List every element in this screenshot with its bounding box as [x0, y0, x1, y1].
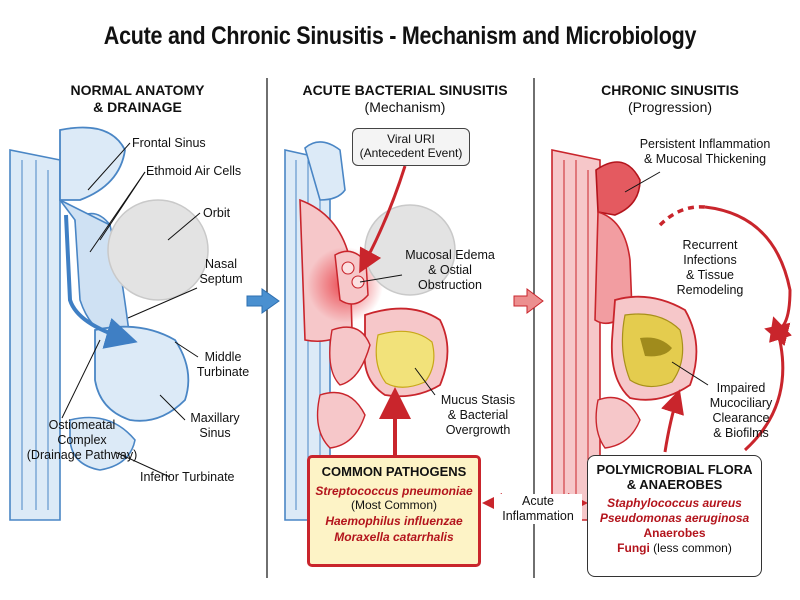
- label-nasal-line-1: Nasal: [205, 257, 237, 271]
- flora-fungi-line: Fungi (less common): [588, 541, 761, 556]
- label-maxillary-line-1: Maxillary: [190, 411, 240, 425]
- acute-heading-line: ACUTE BACTERIAL SINUSITIS: [302, 82, 508, 98]
- flora-anaerobes: Anaerobes: [643, 526, 706, 540]
- label-ethmoid-cells: Ethmoid Air Cells: [146, 164, 242, 178]
- flora-fungi-note: (less common): [653, 541, 732, 555]
- label-middle-turbinate: Middle Turbinate: [192, 350, 254, 380]
- label-stasis-line-2: & Bacterial: [447, 408, 509, 422]
- label-recur-line-2: Infections: [683, 253, 737, 267]
- normal-anatomy-illustration: [9, 126, 209, 521]
- pathogen-haemophilus: Haemophilus influenzae: [325, 514, 463, 528]
- chronic-heading-line: CHRONIC SINUSITIS: [601, 82, 739, 98]
- label-nasal-line-2: Septum: [199, 272, 243, 286]
- label-mucus-stasis: Mucus Stasis & Bacterial Overgrowth: [428, 393, 528, 438]
- label-stasis-line-1: Mucus Stasis: [440, 393, 516, 407]
- normal-heading-line-2: & DRAINAGE: [93, 99, 182, 115]
- pathogen-moraxella: Moraxella catarrhalis: [334, 530, 454, 544]
- label-recur-line-3: & Tissue: [686, 268, 734, 282]
- link-line-2: Inflammation: [502, 509, 574, 523]
- label-impaired-line-1: Impaired: [716, 381, 766, 395]
- label-middle-line-2: Turbinate: [196, 365, 250, 379]
- flora-fungi: Fungi: [617, 541, 650, 555]
- transition-arrow-red: [513, 288, 544, 314]
- label-middle-line-1: Middle: [204, 350, 242, 364]
- label-recur-line-1: Recurrent: [682, 238, 738, 252]
- label-frontal-sinus: Frontal Sinus: [132, 136, 206, 150]
- label-impaired-line-2: Mucociliary: [709, 396, 773, 410]
- label-recurrent-infections: Recurrent Infections & Tissue Remodeling: [670, 238, 750, 298]
- flora-heading-line-2: & ANAEROBES: [626, 477, 723, 492]
- pathogens-heading: COMMON PATHOGENS: [321, 464, 467, 479]
- chronic-heading: CHRONIC SINUSITIS (Progression): [550, 82, 790, 116]
- acute-heading: ACUTE BACTERIAL SINUSITIS (Mechanism): [280, 82, 530, 116]
- transition-arrow-blue: [246, 288, 280, 314]
- label-ostio-line-1: Ostiomeatal: [48, 418, 116, 432]
- label-ostio-line-3: (Drainage Pathway): [26, 448, 138, 462]
- normal-heading: NORMAL ANATOMY & DRAINAGE: [30, 82, 245, 116]
- label-persist-line-2: & Mucosal Thickening: [643, 152, 767, 166]
- pathogen-strep-note: (Most Common): [350, 498, 437, 512]
- common-pathogens-box: COMMON PATHOGENS Streptococcus pneumonia…: [307, 455, 481, 567]
- flora-heading-line-1: POLYMICROBIAL FLORA: [596, 462, 753, 477]
- flora-staph: Staphylococcus aureus: [607, 496, 742, 510]
- chronic-illustration: [551, 149, 792, 521]
- label-impaired-line-4: & Biofilms: [713, 426, 769, 440]
- label-edema-line-1: Mucosal Edema: [405, 248, 495, 262]
- label-maxillary-sinus: Maxillary Sinus: [184, 411, 246, 441]
- label-inferior-turbinate: Inferior Turbinate: [140, 470, 235, 484]
- label-impaired-line-3: Clearance: [712, 411, 770, 425]
- flora-pseudomonas: Pseudomonas aeruginosa: [599, 511, 750, 525]
- label-ostio-line-2: Complex: [57, 433, 107, 447]
- label-maxillary-line-2: Sinus: [199, 426, 231, 440]
- orbit-shape: [107, 199, 209, 301]
- page-title: Acute and Chronic Sinusitis - Mechanism …: [103, 22, 697, 50]
- label-stasis-line-3: Overgrowth: [445, 423, 511, 437]
- label-edema-line-3: Obstruction: [418, 278, 482, 292]
- label-nasal-septum: Nasal Septum: [196, 257, 246, 287]
- label-ostiomeatal-complex: Ostiomeatal Complex (Drainage Pathway): [22, 418, 142, 463]
- label-orbit: Orbit: [203, 206, 231, 220]
- polymicrobial-flora-box: POLYMICROBIAL FLORA & ANAEROBES Staphylo…: [587, 455, 762, 577]
- viral-uri-line-1: Viral URI: [387, 132, 435, 146]
- label-mucosal-edema: Mucosal Edema & Ostial Obstruction: [395, 248, 505, 293]
- chronic-subheading: (Progression): [627, 99, 713, 115]
- acute-inflammation-label: Acute Inflammation: [494, 494, 582, 524]
- label-persistent-inflammation: Persistent Inflammation & Mucosal Thicke…: [620, 137, 790, 167]
- viral-uri-box: Viral URI (Antecedent Event): [352, 128, 470, 166]
- link-line-1: Acute: [522, 494, 554, 508]
- pathogen-strep: Streptococcus pneumoniae: [315, 484, 473, 498]
- viral-uri-line-2: (Antecedent Event): [359, 146, 463, 160]
- normal-heading-line-1: NORMAL ANATOMY: [70, 82, 205, 98]
- acute-subheading: (Mechanism): [364, 99, 446, 115]
- label-persist-line-1: Persistent Inflammation: [639, 137, 771, 151]
- acute-illustration: [284, 141, 456, 521]
- label-impaired-clearance: Impaired Mucociliary Clearance & Biofilm…: [700, 381, 782, 441]
- label-edema-line-2: & Ostial: [428, 263, 472, 277]
- label-recur-line-4: Remodeling: [676, 283, 744, 297]
